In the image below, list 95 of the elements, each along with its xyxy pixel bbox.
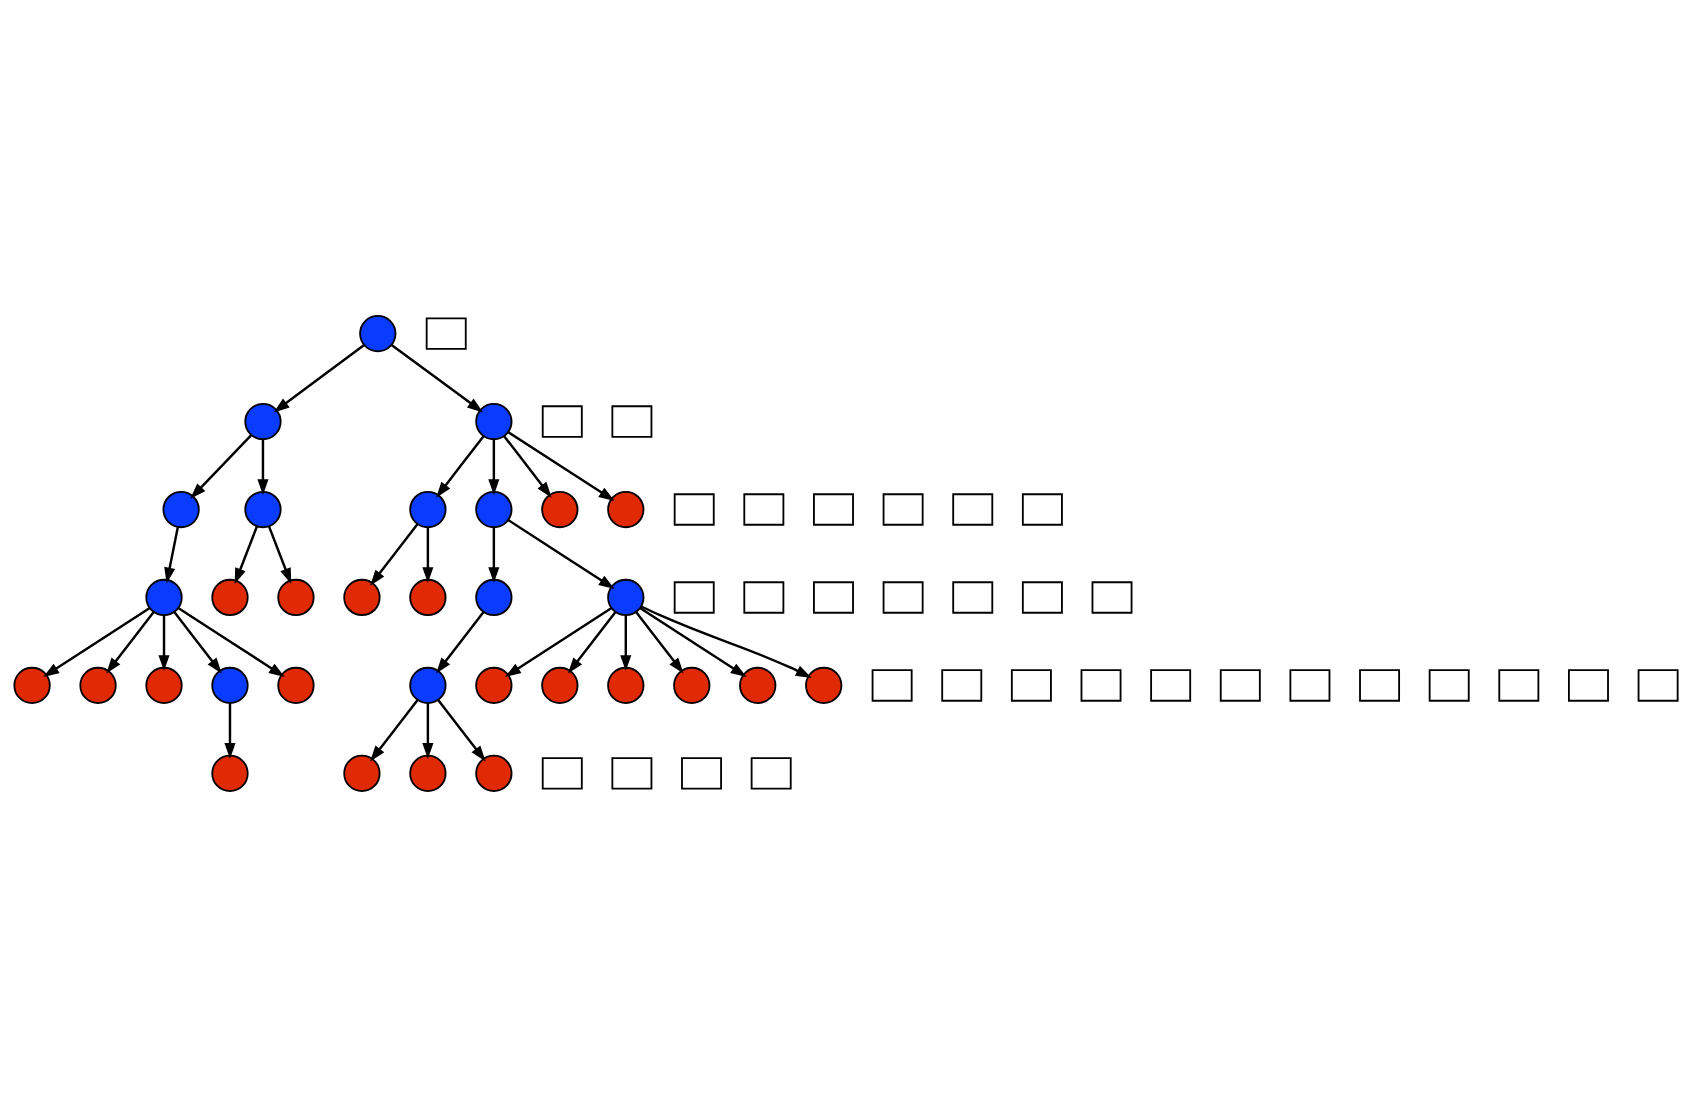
arrow bbox=[620, 615, 632, 672]
node-box bbox=[1289, 669, 1331, 702]
node-circle bbox=[211, 754, 249, 793]
node-box bbox=[952, 493, 994, 526]
node-box bbox=[541, 757, 583, 790]
arrow bbox=[390, 343, 484, 413]
node-box bbox=[1021, 493, 1063, 526]
arrow bbox=[164, 527, 179, 584]
node-box bbox=[1150, 669, 1192, 702]
arrow bbox=[488, 527, 500, 584]
node-circle bbox=[277, 666, 315, 705]
node-box bbox=[941, 669, 983, 702]
arrow bbox=[436, 435, 485, 498]
node-box bbox=[425, 317, 467, 350]
arrow bbox=[234, 526, 259, 585]
node-circle bbox=[13, 666, 51, 705]
arrow bbox=[267, 526, 292, 585]
node-box bbox=[1637, 669, 1679, 702]
node-circle bbox=[475, 402, 513, 441]
node-circle bbox=[162, 490, 200, 529]
node-box bbox=[750, 757, 792, 790]
node-circle bbox=[739, 666, 777, 705]
node-circle bbox=[211, 666, 249, 705]
arrow bbox=[422, 703, 434, 759]
arrow bbox=[640, 605, 812, 678]
node-box bbox=[1428, 669, 1470, 702]
node-circle bbox=[145, 666, 183, 705]
node-box bbox=[611, 405, 653, 438]
node-box bbox=[952, 581, 994, 614]
node-box bbox=[1498, 669, 1540, 702]
node-box bbox=[882, 581, 924, 614]
arrow bbox=[436, 611, 485, 674]
node-circle bbox=[211, 578, 249, 617]
node-box bbox=[813, 493, 854, 526]
node-box bbox=[743, 493, 785, 526]
arrow bbox=[257, 439, 269, 496]
arrow bbox=[568, 611, 617, 674]
arrow bbox=[503, 435, 552, 498]
node-circle bbox=[145, 578, 183, 617]
node-box bbox=[1219, 669, 1261, 702]
node-box bbox=[673, 581, 715, 614]
arrow bbox=[488, 439, 500, 496]
arrow bbox=[158, 615, 170, 672]
node-circle bbox=[541, 490, 579, 529]
node-circle bbox=[79, 666, 117, 705]
node-box bbox=[743, 581, 785, 614]
arrow bbox=[370, 523, 419, 586]
node-box bbox=[673, 493, 715, 526]
arrow bbox=[273, 344, 365, 413]
node-box bbox=[1359, 669, 1401, 702]
node-box bbox=[1568, 669, 1609, 702]
node-box bbox=[1010, 669, 1052, 702]
arrow bbox=[106, 611, 155, 674]
arrow bbox=[505, 607, 612, 677]
arrow bbox=[43, 607, 151, 677]
node-circle bbox=[607, 490, 645, 529]
node-circle bbox=[409, 754, 447, 793]
node-circle bbox=[607, 666, 645, 705]
node-circle bbox=[607, 578, 645, 617]
node-circle bbox=[409, 578, 447, 617]
arrow bbox=[507, 431, 615, 502]
arrow bbox=[422, 527, 434, 584]
node-circle bbox=[343, 754, 381, 793]
node-circle bbox=[409, 490, 447, 529]
node-circle bbox=[475, 754, 513, 793]
node-circle bbox=[244, 490, 282, 529]
arrow bbox=[190, 434, 253, 499]
node-circle bbox=[541, 666, 579, 705]
node-circle bbox=[343, 578, 381, 617]
arrow bbox=[173, 611, 222, 674]
arrow bbox=[507, 519, 615, 589]
arrow bbox=[437, 699, 486, 762]
node-box bbox=[681, 757, 722, 790]
node-circle bbox=[475, 666, 513, 705]
node-circle bbox=[244, 402, 282, 441]
node-box bbox=[541, 405, 583, 438]
node-circle bbox=[359, 314, 397, 353]
node-circle bbox=[673, 666, 711, 705]
node-box bbox=[813, 581, 854, 614]
node-circle bbox=[475, 578, 513, 617]
node-box bbox=[1091, 581, 1133, 614]
node-box bbox=[882, 493, 924, 526]
arrow bbox=[224, 703, 236, 759]
arrow bbox=[635, 611, 684, 674]
arrow bbox=[639, 607, 747, 677]
node-box bbox=[1021, 581, 1063, 614]
node-box bbox=[871, 669, 913, 702]
node-circle bbox=[805, 666, 843, 705]
node-box bbox=[1080, 669, 1122, 702]
node-box bbox=[611, 757, 653, 790]
node-circle bbox=[475, 490, 513, 529]
node-circle bbox=[409, 666, 447, 705]
arrow bbox=[370, 699, 419, 762]
arrow bbox=[177, 607, 285, 677]
node-circle bbox=[277, 578, 315, 617]
